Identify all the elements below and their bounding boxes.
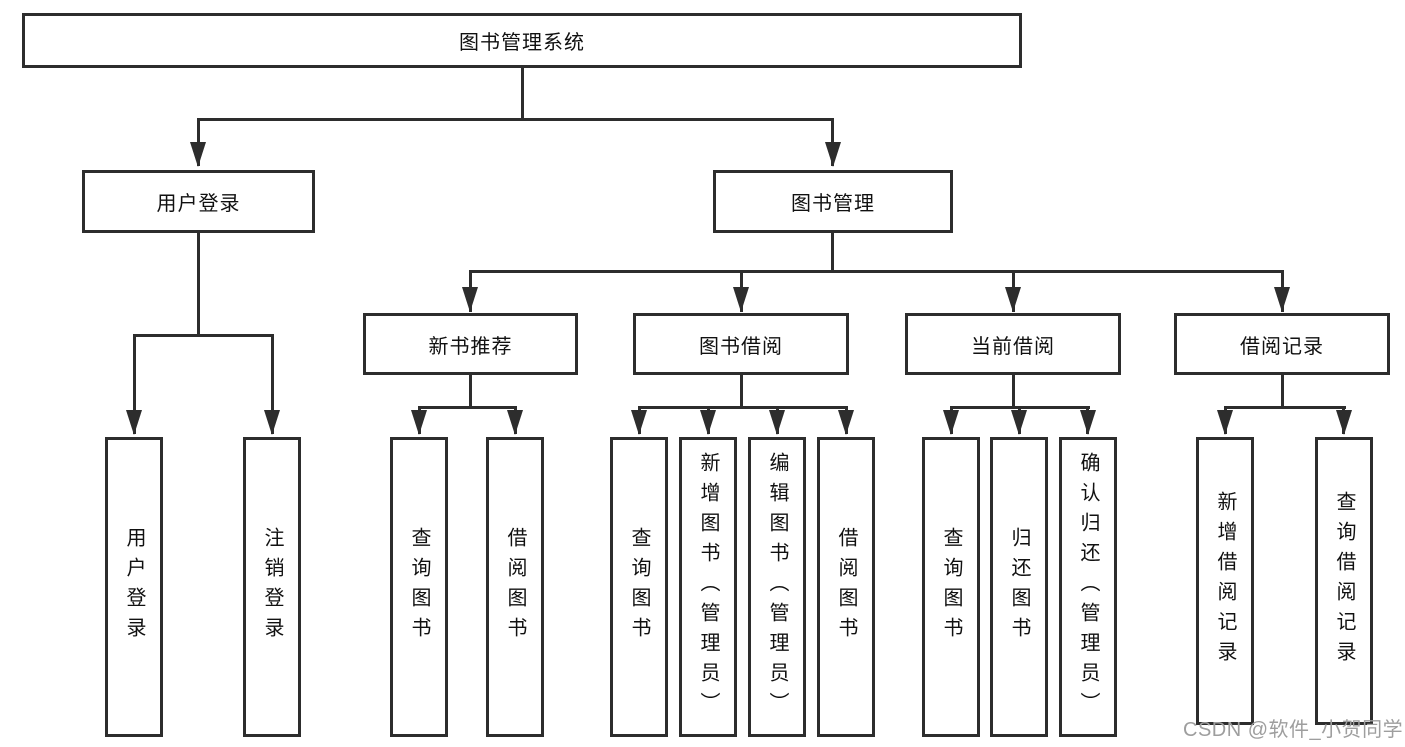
node-book-borrow-label: 图书借阅	[699, 335, 783, 358]
node-leaf-user-login: 用户登录	[105, 437, 163, 737]
node-leaf-cb-query-books-label: 查询图书	[940, 527, 962, 647]
connector-new-book-hline	[418, 406, 517, 409]
connector-borrow-record-hline	[1224, 406, 1346, 409]
node-borrow-record-label: 借阅记录	[1240, 335, 1324, 358]
node-current-borrow-label: 当前借阅	[971, 335, 1055, 358]
node-root: 图书管理系统	[22, 13, 1022, 68]
node-leaf-cb-return-books: 归还图书	[990, 437, 1048, 737]
node-leaf-cb-query-books: 查询图书	[922, 437, 980, 737]
arrow-down-icon	[1011, 410, 1027, 435]
node-leaf-nb-query-books: 查询图书	[390, 437, 448, 737]
connector-book-mgmt-hline	[469, 270, 1283, 273]
arrow-down-icon	[1217, 410, 1233, 435]
arrow-down-icon	[462, 287, 478, 312]
node-leaf-nb-query-books-label: 查询图书	[408, 527, 430, 647]
node-new-book-label: 新书推荐	[428, 335, 513, 358]
csdn-watermark: CSDN @软件_小贺同学	[1183, 719, 1404, 741]
node-leaf-bb-edit-books: 编辑图书（管理员）	[748, 437, 806, 737]
arrow-down-icon	[411, 410, 427, 435]
arrow-down-icon	[1336, 410, 1352, 435]
node-leaf-bb-borrow-books-label: 借阅图书	[835, 527, 857, 647]
connector-book-borrow-stem	[740, 375, 743, 408]
arrow-down-icon	[733, 287, 749, 312]
arrow-down-icon	[769, 410, 785, 435]
node-leaf-bb-borrow-books: 借阅图书	[817, 437, 875, 737]
connector-book-mgmt-stem	[831, 231, 834, 272]
node-leaf-cb-confirm-return: 确认归还（管理员）	[1059, 437, 1117, 737]
arrow-down-icon	[700, 410, 716, 435]
connector-book-borrow-hline	[638, 406, 848, 409]
node-leaf-bb-add-books: 新增图书（管理员）	[679, 437, 737, 737]
node-leaf-logout: 注销登录	[243, 437, 301, 737]
node-leaf-bb-edit-books-label: 编辑图书（管理员）	[766, 452, 788, 722]
arrow-down-icon	[126, 410, 142, 435]
arrow-down-icon	[190, 142, 206, 167]
arrow-down-icon	[943, 410, 959, 435]
arrow-down-icon	[264, 410, 280, 435]
connector-stem-ul-logout	[271, 334, 274, 434]
node-book-mgmt-label: 图书管理	[791, 193, 875, 215]
node-leaf-nb-borrow-books-label: 借阅图书	[504, 527, 526, 647]
arrow-down-icon	[1080, 410, 1096, 435]
node-user-login-label: 用户登录	[156, 193, 241, 215]
node-leaf-bb-add-books-label: 新增图书（管理员）	[697, 452, 719, 722]
arrow-down-icon	[825, 142, 841, 167]
arrow-down-icon	[1274, 287, 1290, 312]
node-book-mgmt: 图书管理	[713, 170, 953, 233]
connector-borrow-record-stem	[1281, 375, 1284, 408]
arrow-down-icon	[507, 410, 523, 435]
node-leaf-logout-label: 注销登录	[261, 527, 283, 647]
node-leaf-br-query-record: 查询借阅记录	[1315, 437, 1373, 725]
node-borrow-record: 借阅记录	[1174, 313, 1390, 375]
node-leaf-cb-confirm-return-label: 确认归还（管理员）	[1077, 452, 1099, 722]
connector-user-login-hline	[133, 334, 274, 337]
node-book-borrow: 图书借阅	[633, 313, 849, 375]
node-user-login: 用户登录	[82, 170, 315, 233]
node-new-book: 新书推荐	[363, 313, 578, 375]
node-leaf-bb-query-books-label: 查询图书	[628, 527, 650, 647]
node-leaf-nb-borrow-books: 借阅图书	[486, 437, 544, 737]
arrow-down-icon	[1005, 287, 1021, 312]
arrow-down-icon	[631, 410, 647, 435]
connector-root-hline	[197, 118, 834, 121]
node-leaf-br-add-record-label: 新增借阅记录	[1214, 491, 1236, 671]
connector-user-login-stem	[197, 231, 200, 336]
connector-stem-ul-login	[133, 334, 136, 434]
node-leaf-cb-return-books-label: 归还图书	[1008, 527, 1030, 647]
node-root-label: 图书管理系统	[459, 32, 585, 54]
connector-new-book-stem	[469, 375, 472, 408]
node-leaf-bb-query-books: 查询图书	[610, 437, 668, 737]
arrow-down-icon	[838, 410, 854, 435]
node-leaf-br-query-record-label: 查询借阅记录	[1333, 491, 1355, 671]
node-leaf-user-login-label: 用户登录	[123, 527, 145, 647]
node-leaf-br-add-record: 新增借阅记录	[1196, 437, 1254, 725]
connector-current-borrow-stem	[1012, 375, 1015, 408]
connector-root-stem	[521, 66, 524, 120]
node-current-borrow: 当前借阅	[905, 313, 1121, 375]
